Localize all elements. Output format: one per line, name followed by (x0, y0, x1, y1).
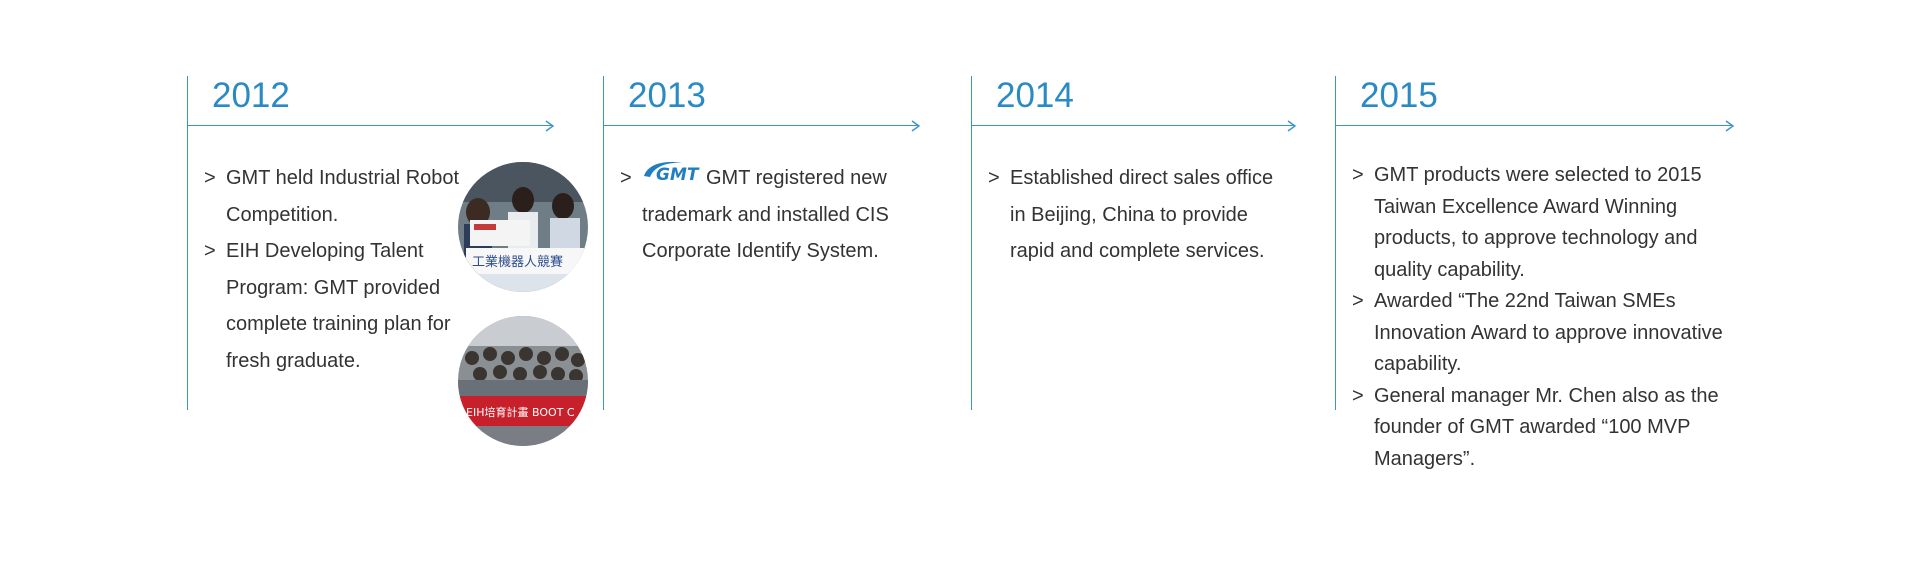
item-text: GMT held Industrial Robot Competition. (226, 167, 460, 226)
robot-competition-photo: 工業機器人競賽 (458, 162, 588, 292)
list-item: > GMT products were selected to 2015 Taiw… (1352, 160, 1727, 286)
bullet-marker: > (204, 240, 216, 262)
item-text: Awarded “The 22nd Taiwan SMEs Innovation… (1374, 290, 1723, 375)
year-items: > GMT products were selected to 2015 Taiw… (1352, 160, 1727, 475)
photo-banner-text: EIH培育計畫 BOOT C (466, 405, 575, 419)
timeline-column-2015: 2015 > GMT products were selected to 2015… (1335, 76, 1735, 470)
list-item: > General manager Mr. Chen also as the fo… (1352, 381, 1727, 476)
year-label: 2013 (628, 76, 706, 115)
year-label: 2012 (212, 76, 290, 115)
photo-banner-text: 工業機器人競賽 (472, 254, 563, 270)
year-label: 2015 (1360, 76, 1438, 115)
item-text: Established direct sales office in Beiji… (1010, 167, 1274, 262)
bullet-marker: > (988, 167, 1000, 189)
bullet-marker: > (204, 167, 216, 189)
list-item: > Established direct sales office in Beij… (988, 160, 1278, 270)
year-items: >GMT held Industrial Robot Competition. … (204, 160, 469, 379)
item-text: GMT registered new trademark and install… (642, 167, 889, 263)
bullet-marker: > (1352, 164, 1364, 186)
item-text: GMT products were selected to 2015 Taiwa… (1374, 164, 1702, 281)
timeline-column-2012: 2012 > GMT held Industrial Robot Competit… (187, 76, 588, 446)
timeline-arrow (604, 120, 921, 132)
year-items: > Established direct sales office in Beij… (988, 160, 1278, 270)
list-item: > Awarded “The 22nd Taiwan SMEs Innovatio… (1352, 286, 1727, 381)
list-item: > EIH Developing Talent Program: GMT prov… (204, 233, 469, 379)
item-text: General manager Mr. Chen also as the fou… (1374, 384, 1719, 470)
timeline-arrow (972, 120, 1297, 132)
bullet-marker: > (1352, 384, 1364, 407)
list-item: > GMT held Industrial Robot Competition. (204, 160, 469, 233)
bullet-marker: > (620, 167, 632, 189)
eih-bootcamp-photo: EIH培育計畫 BOOT C (458, 316, 588, 446)
timeline-arrow (1336, 120, 1735, 132)
item-text: EIH Developing Talent Program: GMT provi… (226, 240, 451, 372)
bullet-marker: > (1352, 290, 1364, 312)
year-label: 2014 (996, 76, 1074, 115)
timeline-column-2014: 2014 > Established direct sales office in… (971, 76, 1297, 410)
gmt-logo: GMT (642, 160, 700, 197)
timeline-arrow (188, 120, 555, 132)
logo-text: GMT (656, 165, 700, 184)
